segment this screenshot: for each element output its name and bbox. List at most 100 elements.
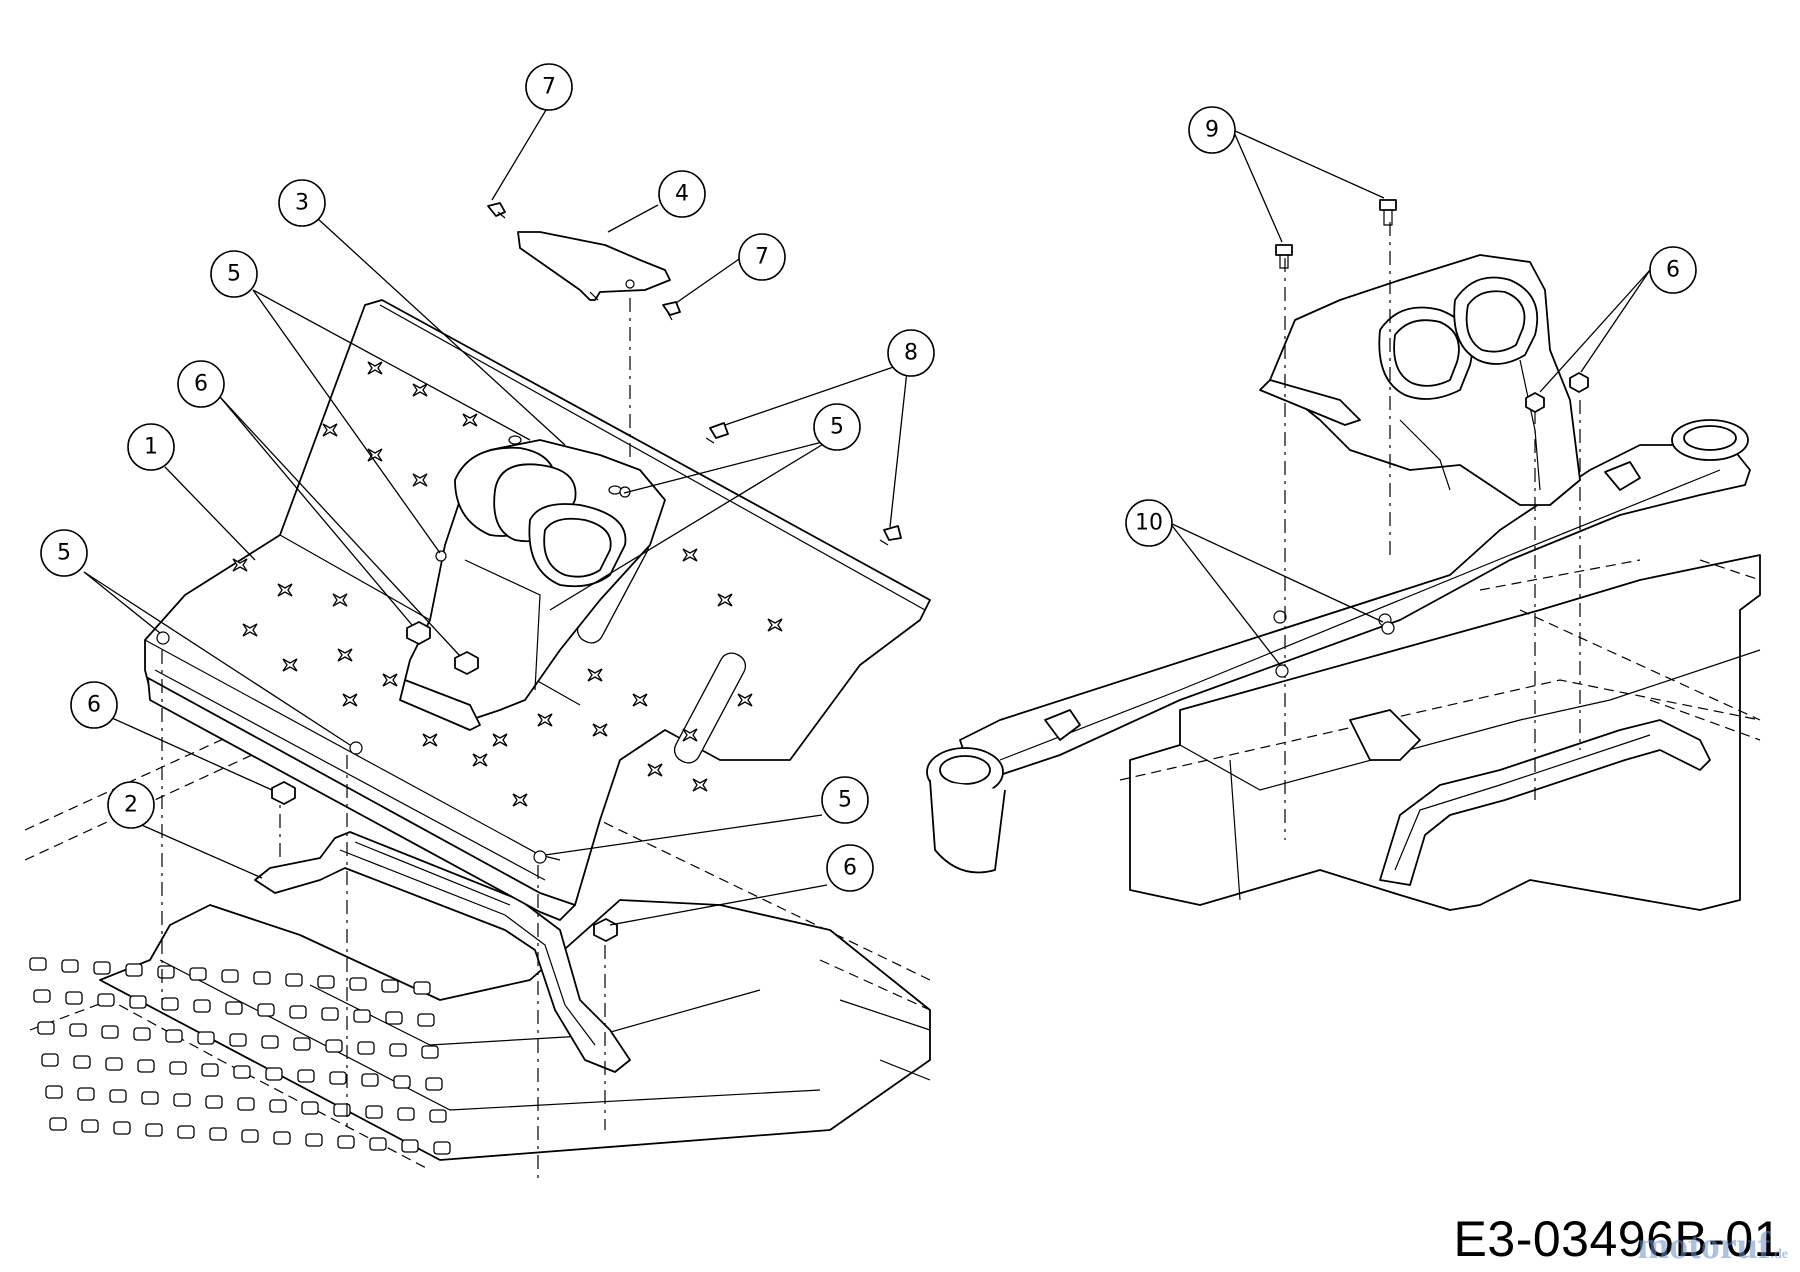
panel-cross-cutout — [337, 648, 353, 662]
callout-5c: 5 — [40, 529, 88, 577]
panel-cross-cutout — [472, 753, 488, 767]
callout-6b: 6 — [70, 681, 118, 729]
callout-8: 8 — [887, 329, 935, 377]
right-leader-lines — [1169, 129, 1651, 666]
fastener-5d-icon — [435, 550, 447, 562]
nut-6d-icon — [593, 918, 618, 942]
floor-hole — [189, 967, 207, 981]
floor-hole — [237, 1097, 255, 1111]
callout-9: 9 — [1188, 106, 1236, 154]
floor-hole — [45, 1085, 63, 1099]
floor-hole — [369, 1137, 387, 1151]
floor-hole — [41, 1053, 59, 1067]
floor-hole — [389, 1043, 407, 1057]
floor-hole — [393, 1075, 411, 1089]
floor-hole — [413, 981, 431, 995]
nut-6c-icon — [454, 651, 479, 675]
floor-hole — [241, 1129, 259, 1143]
panel-cross-cutout — [537, 713, 553, 727]
callout-4: 4 — [658, 170, 706, 218]
floor-hole — [417, 1013, 435, 1027]
bolt-7b-icon — [662, 301, 681, 321]
floor-hole — [305, 1133, 323, 1147]
panel-cross-cutout — [382, 673, 398, 687]
floor-hole — [353, 1009, 371, 1023]
callout-2-label: 2 — [124, 793, 138, 818]
floor-hole — [221, 969, 239, 983]
panel-cross-cutout — [332, 593, 348, 607]
floor-hole — [273, 1131, 291, 1145]
callout-9-label: 9 — [1205, 118, 1219, 143]
floor-hole — [333, 1103, 351, 1117]
floor-hole-grid — [29, 957, 451, 1155]
callout-1-label: 1 — [144, 435, 158, 460]
floor-hole — [269, 1099, 287, 1113]
floor-hole — [233, 1065, 251, 1079]
floor-hole — [77, 1087, 95, 1101]
callout-1: 1 — [127, 423, 175, 471]
floor-hole — [261, 1035, 279, 1049]
floor-hole — [137, 1059, 155, 1073]
panel-cross-cutout — [422, 733, 438, 747]
callout-5d: 5 — [821, 776, 869, 824]
callout-10: 10 — [1125, 499, 1173, 547]
floor-hole — [365, 1105, 383, 1119]
floor-hole — [433, 1141, 451, 1155]
floor-hole — [125, 963, 143, 977]
floor-hole — [397, 1107, 415, 1121]
floor-hole — [73, 1055, 91, 1069]
floor-hole — [109, 1089, 127, 1103]
callout-7b-label: 7 — [755, 245, 769, 270]
part-4-cover-plate — [517, 231, 671, 301]
floor-hole — [37, 1021, 55, 1035]
panel-cross-cutout — [682, 728, 698, 742]
nut-6f-icon — [1569, 372, 1589, 393]
floor-hole — [201, 1063, 219, 1077]
fastener-5b-icon — [349, 741, 363, 755]
left-assembly-lines — [161, 298, 631, 1180]
floor-hole — [33, 989, 51, 1003]
right-pivot-housing — [1259, 254, 1581, 506]
floor-hole — [97, 993, 115, 1007]
axle-cross-beam — [926, 419, 1751, 874]
panel-cross-cutout — [647, 763, 663, 777]
panel-cross-cutout — [277, 583, 293, 597]
floor-hole — [173, 1093, 191, 1107]
panel-cross-cutout — [692, 778, 708, 792]
bolt-8a-icon — [705, 422, 729, 444]
panel-cross-cutout — [242, 623, 258, 637]
bolt-9a-icon — [1275, 244, 1293, 269]
floor-hole — [361, 1073, 379, 1087]
floor-hole — [349, 977, 367, 991]
panel-cross-cutout — [367, 448, 383, 462]
panel-cross-cutout — [632, 693, 648, 707]
floor-hole — [141, 1091, 159, 1105]
panel-cross-cutout — [342, 693, 358, 707]
part-3-pivot-housing — [399, 435, 666, 731]
panel-cross-cutout — [322, 423, 338, 437]
panel-cross-cutout — [767, 618, 783, 632]
nut-10a-icon — [1275, 664, 1289, 678]
panel-cross-cutout — [512, 793, 528, 807]
callout-6a: 6 — [177, 360, 225, 408]
nut-10b-icon — [1381, 621, 1395, 635]
chassis-frame-right — [1119, 554, 1761, 911]
floor-hole — [93, 961, 111, 975]
floor-hole — [337, 1135, 355, 1149]
callout-5d-label: 5 — [838, 788, 852, 813]
callout-6b-label: 6 — [87, 693, 101, 718]
floor-hole — [357, 1041, 375, 1055]
floor-hole — [61, 959, 79, 973]
callout-4-label: 4 — [675, 182, 689, 207]
panel-cross-cutout — [412, 383, 428, 397]
floor-hole — [329, 1071, 347, 1085]
floor-hole — [177, 1125, 195, 1139]
callout-5a: 5 — [210, 250, 258, 298]
panel-cross-cutout — [367, 361, 383, 375]
right-fasteners — [1275, 199, 1589, 678]
floor-hole — [257, 1003, 275, 1017]
floor-hole — [285, 973, 303, 987]
callout-5a-label: 5 — [227, 262, 241, 287]
floor-hole — [69, 1023, 87, 1037]
